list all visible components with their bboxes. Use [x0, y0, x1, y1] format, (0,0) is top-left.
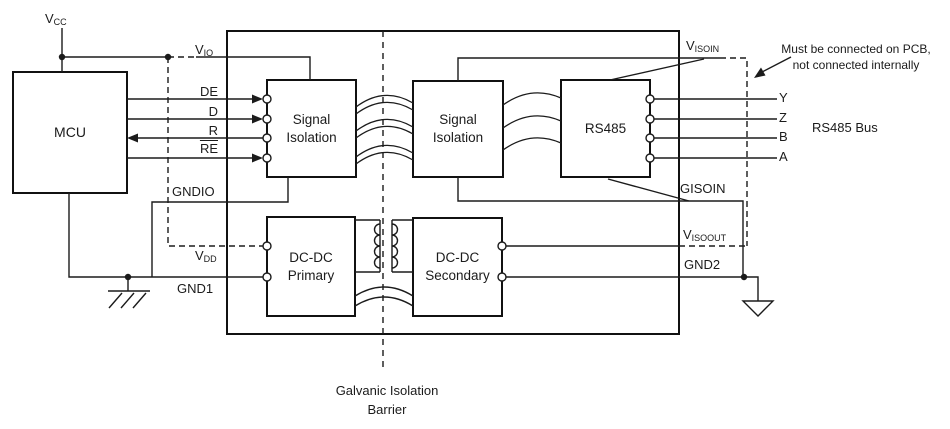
signal-isolation-left-block [266, 79, 357, 178]
pin-de [262, 94, 272, 104]
pin-re [262, 153, 272, 163]
pin-z [645, 114, 655, 124]
gnd2-label: GND2 [684, 257, 721, 272]
de-arrowhead [252, 94, 263, 104]
re-label: RE [199, 141, 218, 156]
bus-pin-z-label: Z [779, 110, 787, 125]
transformer-leads [355, 219, 413, 273]
note-arrow [754, 56, 792, 78]
wire-gnd1 [68, 193, 263, 278]
pin-gnd2 [497, 272, 507, 282]
rs485-bus-label: RS485 Bus [812, 120, 878, 135]
wire-gnd2 [506, 276, 759, 301]
isolation-arcs [355, 92, 562, 165]
vdd-label: VDD [195, 248, 217, 264]
ground-symbols [108, 277, 775, 317]
note-arrowhead [754, 67, 766, 78]
mcu-block [12, 71, 128, 194]
wire-pcb-connection-dashed [720, 57, 748, 246]
wire-vio [196, 56, 311, 80]
junction-dots [58, 53, 748, 281]
pin-circles [262, 94, 655, 282]
pcb-connection-note: Must be connected on PCB, not connected … [781, 42, 931, 72]
vcc-label: VCC [45, 11, 67, 27]
pin-b [645, 133, 655, 143]
pin-y [645, 94, 655, 104]
pin-gnd1 [262, 272, 272, 282]
re-arrowhead [252, 153, 263, 163]
d-label: D [208, 104, 218, 119]
galvanic-barrier-label: Galvanic Isolation Barrier [335, 383, 439, 417]
wire-gndio [151, 177, 289, 277]
left-isolation-arcs [355, 94, 414, 165]
mcu-block-label: MCU [54, 124, 86, 141]
rs485-block [560, 79, 651, 178]
bus-pin-y-label: Y [779, 90, 788, 105]
pin-d [262, 114, 272, 124]
arrowheads [127, 94, 263, 163]
de-label: DE [199, 84, 218, 99]
wires [61, 28, 777, 301]
bus-pin-b-label: B [779, 129, 788, 144]
pin-a [645, 153, 655, 163]
junction-dot [124, 273, 132, 281]
junction-dot [740, 273, 748, 281]
dcdc-feedback-arcs [354, 286, 414, 307]
wire-gisoin [457, 177, 744, 277]
signal-isolation-right-block [412, 80, 504, 178]
visoin-label: VISOIN [686, 38, 720, 54]
wire-visoin [457, 57, 720, 81]
note-arrow-line [761, 56, 792, 73]
block-outlines [12, 30, 680, 335]
junction-dot [58, 53, 66, 61]
r-label: R [208, 123, 218, 138]
wire-gisoin-diagonal [607, 178, 690, 202]
dcdc-secondary-block [412, 217, 503, 317]
transformer-primary-winding [373, 223, 381, 269]
signal-ground-symbol [741, 300, 775, 317]
rs485-block-label: RS485 [584, 120, 627, 136]
transformer [354, 219, 414, 307]
visoout-label: VISOOUT [683, 227, 727, 243]
pin-vdd [262, 241, 272, 251]
transformer-secondary-winding [391, 223, 399, 269]
earth-ground-symbol [108, 277, 150, 309]
wire-visoin-diagonal [609, 58, 705, 81]
vio-label: VIO [195, 42, 214, 58]
r-arrowhead [127, 133, 138, 143]
junction-dot [164, 53, 172, 61]
gndio-label: GNDIO [172, 184, 215, 199]
pin-r [262, 133, 272, 143]
pin-visoout [497, 241, 507, 251]
gisoin-label: GISOIN [680, 181, 726, 196]
wire-vdd-dashed [167, 57, 263, 247]
d-arrowhead [252, 114, 263, 124]
bus-pin-a-label: A [779, 149, 788, 164]
right-isolation-arcs [502, 92, 562, 151]
dcdc-primary-block [266, 216, 356, 317]
gnd1-label: GND1 [177, 281, 214, 296]
